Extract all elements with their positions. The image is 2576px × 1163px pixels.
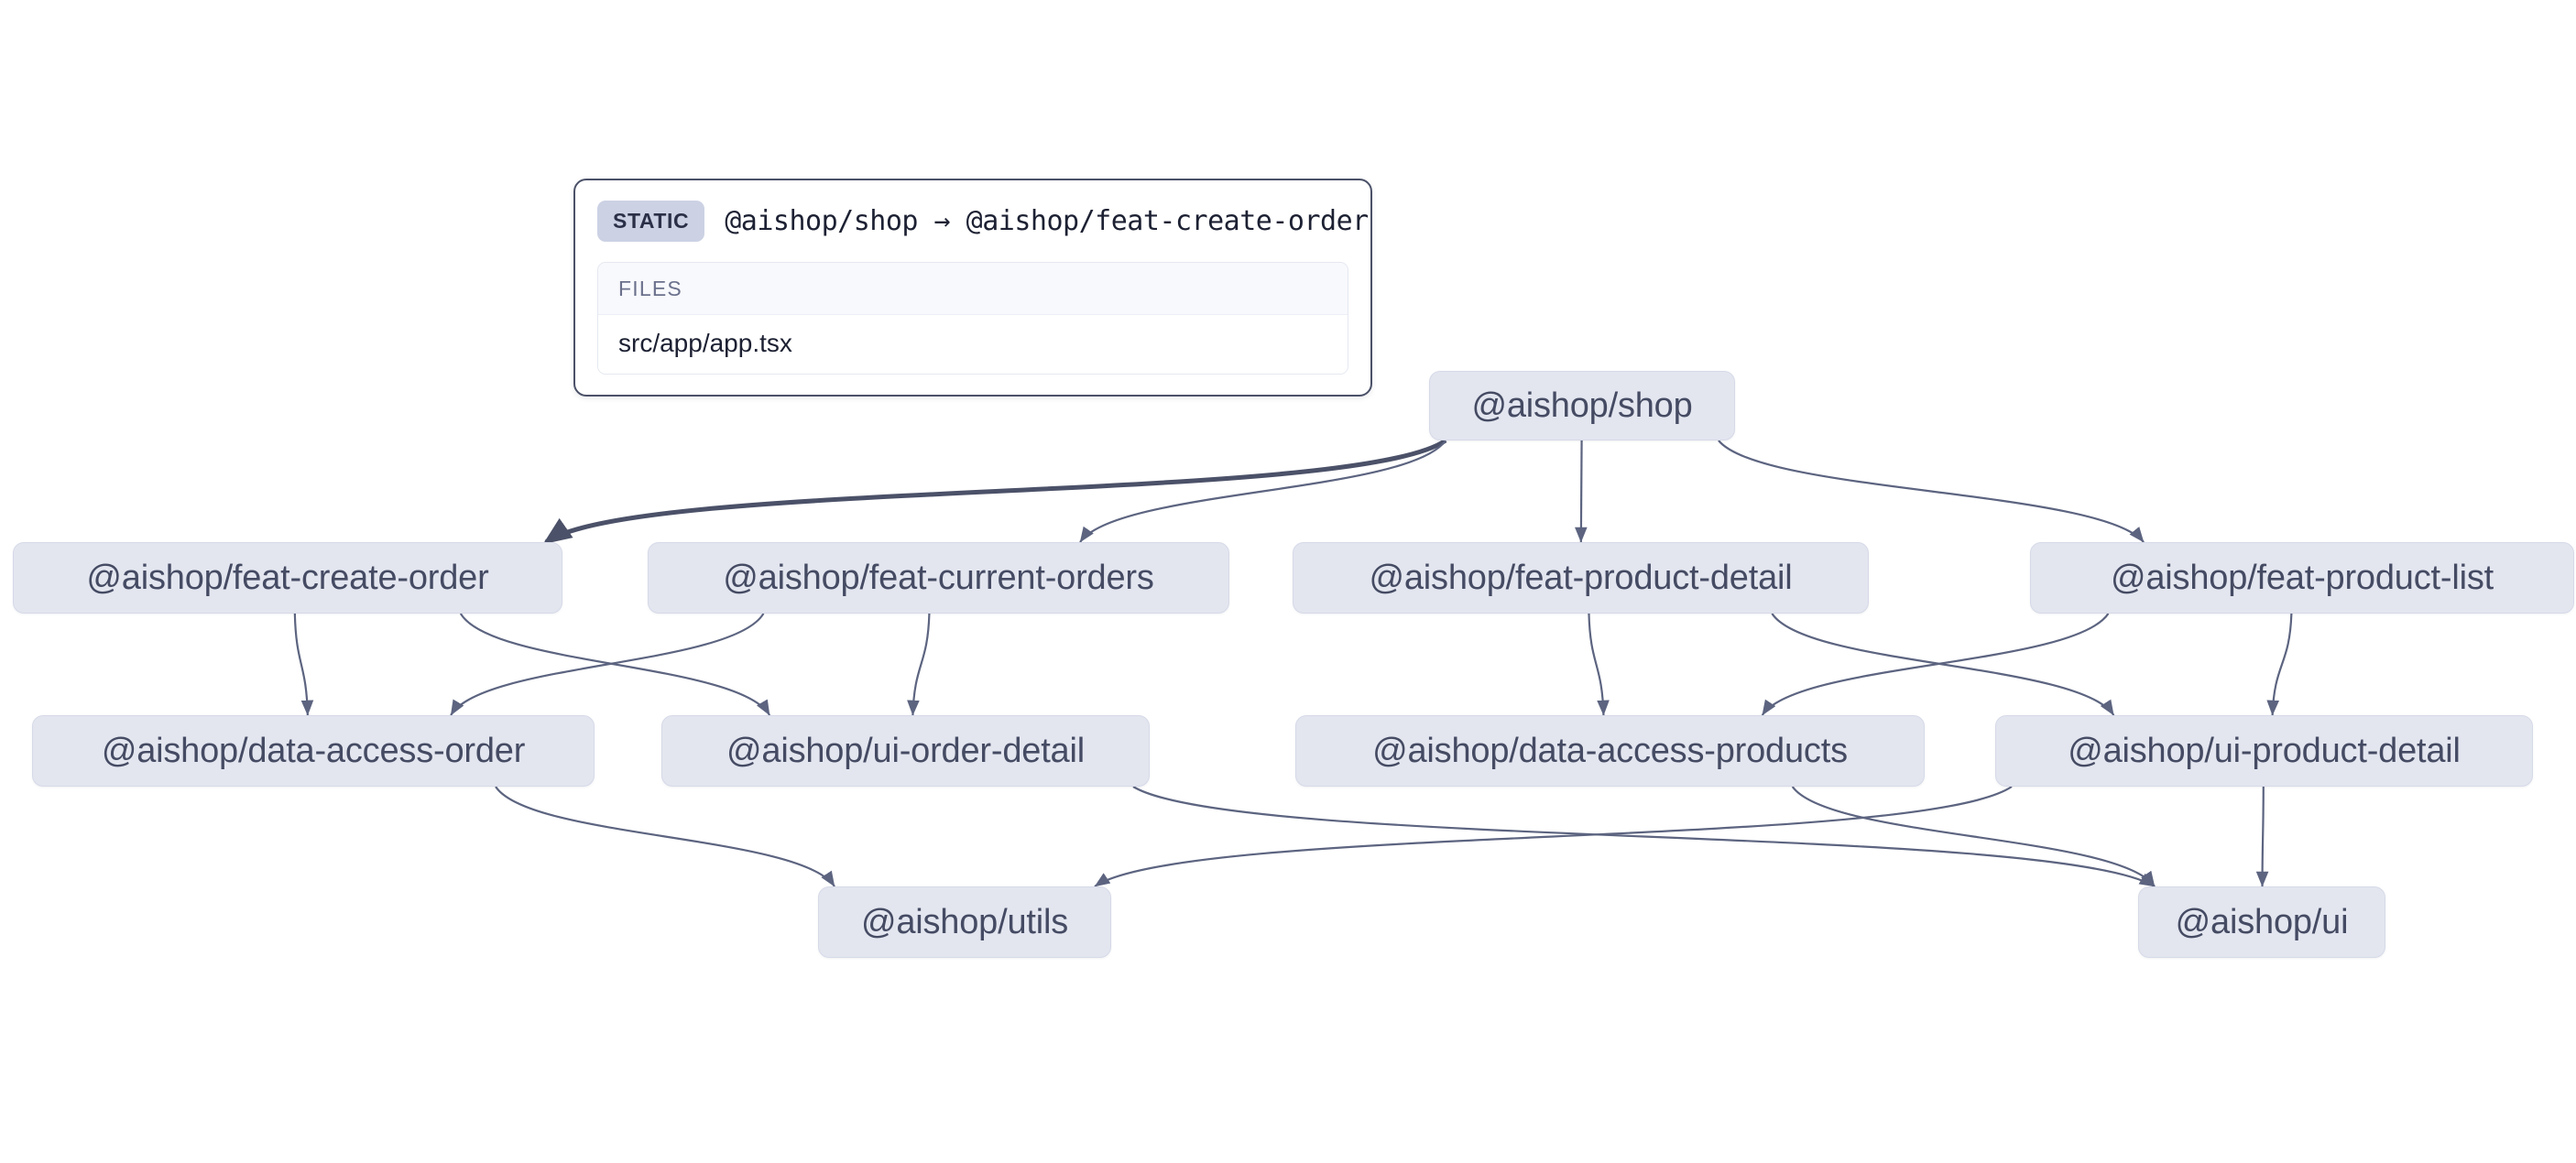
graph-edge-feat-product-detail-to-data-access-products[interactable] <box>1588 613 1610 716</box>
graph-edge-shop-to-feat-product-detail[interactable] <box>1575 440 1588 543</box>
graph-edge-ui-product-detail-to-ui[interactable] <box>2255 786 2269 887</box>
node-label: @aishop/ui-order-detail <box>726 731 1085 770</box>
node-label: @aishop/ui-product-detail <box>2068 731 2461 770</box>
graph-edge-feat-create-order-to-data-access-order[interactable] <box>293 613 314 716</box>
node-label: @aishop/data-access-products <box>1372 731 1848 770</box>
graph-edge-feat-product-list-to-ui-product-detail[interactable] <box>2266 613 2293 716</box>
node-label: @aishop/feat-create-order <box>86 558 489 597</box>
graph-node-shop[interactable]: @aishop/shop <box>1429 371 1735 440</box>
graph-edge-shop-to-feat-current-orders[interactable] <box>1079 440 1446 543</box>
files-panel: FILES src/app/app.tsx <box>597 262 1348 375</box>
graph-edge-feat-create-order-to-ui-order-detail[interactable] <box>459 613 771 716</box>
graph-node-utils[interactable]: @aishop/utils <box>818 886 1111 958</box>
graph-edge-ui-order-detail-to-ui[interactable] <box>1132 786 2156 887</box>
graph-node-ui-order-detail[interactable]: @aishop/ui-order-detail <box>661 715 1150 787</box>
graph-edge-feat-current-orders-to-ui-order-detail[interactable] <box>907 613 931 716</box>
graph-edge-data-access-order-to-utils[interactable] <box>495 786 835 887</box>
edge-detail-card[interactable]: STATIC @aishop/shop → @aishop/feat-creat… <box>573 179 1372 397</box>
node-label: @aishop/data-access-order <box>101 731 526 770</box>
node-label: @aishop/utils <box>860 902 1069 941</box>
node-label: @aishop/feat-product-list <box>2111 558 2494 597</box>
graph-edge-data-access-products-to-ui[interactable] <box>1791 786 2156 887</box>
graph-node-data-access-order[interactable]: @aishop/data-access-order <box>32 715 595 787</box>
graph-edge-shop-to-feat-create-order[interactable] <box>542 438 1447 545</box>
edge-title: @aishop/shop → @aishop/feat-create-order <box>725 205 1369 237</box>
graph-node-feat-create-order[interactable]: @aishop/feat-create-order <box>13 542 562 614</box>
status-badge: STATIC <box>597 201 705 242</box>
graph-edge-feat-current-orders-to-data-access-order[interactable] <box>450 613 765 716</box>
graph-edge-feat-product-list-to-data-access-products[interactable] <box>1761 613 2110 716</box>
graph-edge-shop-to-feat-product-list[interactable] <box>1718 440 2145 543</box>
node-label: @aishop/ui <box>2175 902 2349 941</box>
graph-node-data-access-products[interactable]: @aishop/data-access-products <box>1295 715 1925 787</box>
detail-card-header: STATIC @aishop/shop → @aishop/feat-creat… <box>597 201 1369 242</box>
graph-edge-feat-product-detail-to-ui-product-detail[interactable] <box>1771 613 2115 716</box>
file-row[interactable]: src/app/app.tsx <box>598 315 1348 374</box>
graph-node-feat-current-orders[interactable]: @aishop/feat-current-orders <box>648 542 1229 614</box>
graph-node-feat-product-list[interactable]: @aishop/feat-product-list <box>2030 542 2574 614</box>
node-label: @aishop/feat-current-orders <box>723 558 1154 597</box>
files-header: FILES <box>598 263 1348 315</box>
file-list: src/app/app.tsx <box>598 315 1348 374</box>
node-label: @aishop/shop <box>1471 386 1693 425</box>
node-label: @aishop/feat-product-detail <box>1369 558 1793 597</box>
graph-node-ui-product-detail[interactable]: @aishop/ui-product-detail <box>1995 715 2533 787</box>
graph-node-ui[interactable]: @aishop/ui <box>2138 886 2385 958</box>
graph-edge-ui-product-detail-to-utils[interactable] <box>1094 786 2013 887</box>
graph-node-feat-product-detail[interactable]: @aishop/feat-product-detail <box>1293 542 1869 614</box>
